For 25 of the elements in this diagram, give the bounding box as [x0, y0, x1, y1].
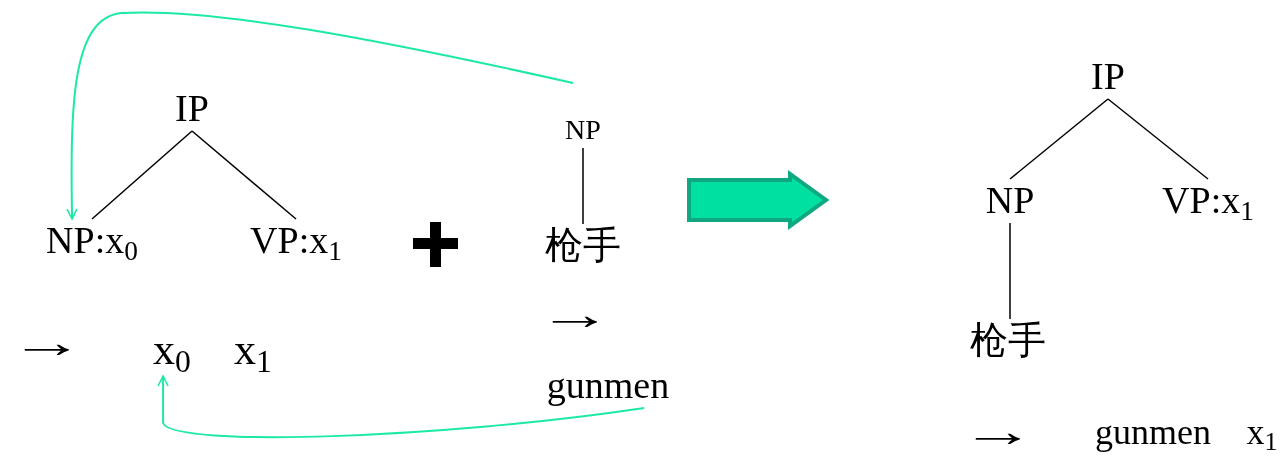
- rule-arrow: →: [9, 321, 85, 365]
- tree-node-label: IP: [175, 89, 209, 127]
- arrow: [66, 11, 574, 220]
- tree-node-label: gunmen: [546, 366, 670, 404]
- tree-branch-line: [1009, 222, 1011, 320]
- tree-branch-line: [191, 130, 297, 220]
- tree-node-label: 枪手: [545, 226, 621, 264]
- tree-node-label: 枪手: [970, 321, 1046, 359]
- arrow: [157, 375, 646, 439]
- word: gunmen: [1095, 414, 1211, 450]
- tree-node-label: NP:x$_{0}$: [46, 221, 138, 259]
- tree-node-label: IP: [1091, 57, 1125, 95]
- tree-branch-line: [582, 147, 584, 225]
- rule-arrow: →: [960, 410, 1036, 454]
- variable: x$_{1}$: [1246, 414, 1278, 450]
- tree-node-label: x$_{0}$: [153, 328, 191, 372]
- tree-node-label: VP:x$_{1}$: [250, 221, 342, 259]
- variable: x$_{1}$: [234, 328, 272, 372]
- tree-branch-line: [1107, 98, 1209, 180]
- tree-node-label: NP: [985, 181, 1035, 219]
- tree-branch-line: [91, 130, 193, 220]
- tree-node-label: NP: [565, 116, 601, 144]
- tree-branch-line: [1009, 98, 1109, 180]
- rule-arrow: →: [537, 293, 613, 337]
- tree-node-label: VP:x$_{1}$: [1162, 181, 1254, 219]
